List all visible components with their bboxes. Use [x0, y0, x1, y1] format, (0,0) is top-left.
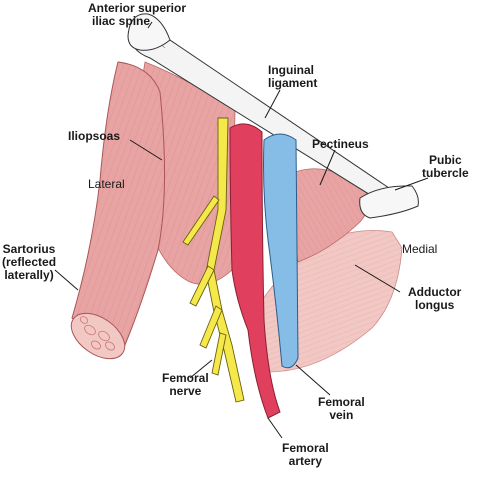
label-line: laterally) [4, 268, 54, 282]
label-pubic-tubercle: Pubic tubercle [422, 154, 469, 180]
label-line: Pubic [429, 153, 462, 167]
label-line: (reflected [2, 255, 57, 269]
label-line: artery [288, 454, 323, 468]
label-line: Sartorius [2, 242, 56, 256]
anterior-superior-iliac-spine-bone [127, 13, 171, 51]
label-line: vein [329, 408, 354, 422]
label-line: nerve [169, 384, 202, 398]
sartorius-cut-end [70, 312, 126, 360]
label-line: Inguinal [268, 63, 314, 77]
label-line: iliac spine [92, 14, 151, 28]
label-anterior-superior-iliac-spine: Anterior superior iliac spine [88, 2, 186, 28]
label-iliopsoas: Iliopsoas [68, 129, 121, 143]
label-femoral-vein: Femoral vein [318, 396, 365, 422]
label-pectineus: Pectineus [312, 137, 369, 151]
label-medial: Medial [402, 242, 438, 256]
femoral-artery-vessel [229, 123, 281, 419]
label-femoral-nerve: Femoral nerve [162, 372, 209, 398]
label-lateral: Lateral [88, 177, 125, 191]
label-sartorius: Sartorius (reflected laterally) [2, 243, 56, 282]
label-line: Femoral [318, 395, 365, 409]
label-line: Adductor [408, 285, 462, 299]
label-inguinal-ligament: Inguinal ligament [268, 64, 317, 90]
label-adductor-longus: Adductor longus [408, 286, 461, 312]
femoral-nerve-branches [182, 117, 245, 403]
label-line: Femoral [162, 371, 209, 385]
label-line: longus [415, 298, 455, 312]
label-line: ligament [268, 76, 318, 90]
label-line: Femoral [282, 441, 329, 455]
leader-lines [54, 21, 429, 439]
femoral-vein-vessel [263, 133, 299, 369]
label-line: Anterior superior [88, 1, 187, 15]
pubic-tubercle-bone [359, 185, 419, 219]
label-femoral-artery: Femoral artery [282, 442, 329, 468]
label-line: tubercle [422, 166, 469, 180]
